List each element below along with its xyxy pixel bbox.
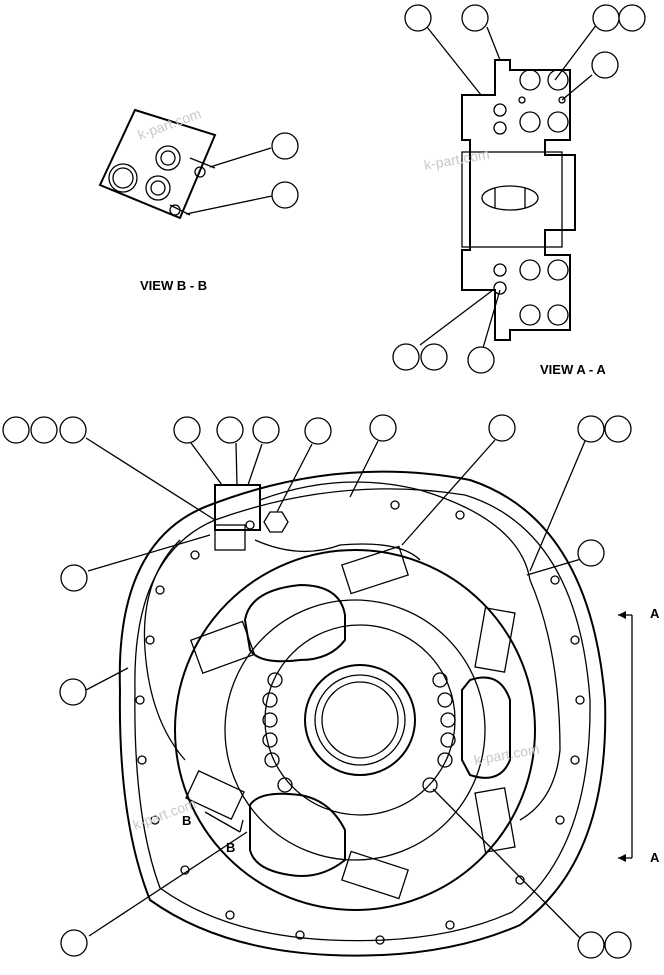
watermark-text: k-part.com xyxy=(473,741,541,768)
callout-bubble xyxy=(604,415,632,443)
callout-bubble xyxy=(369,414,397,442)
section-b-left-label: B xyxy=(182,813,191,828)
view-aa-label: VIEW A - A xyxy=(540,362,606,377)
callout-bubble xyxy=(30,416,58,444)
view-bb-detail: k-part.com xyxy=(98,105,217,220)
section-a-bottom-label: A xyxy=(650,850,660,865)
leader-lines xyxy=(85,23,598,939)
callout-bubble xyxy=(59,416,87,444)
callout-bubble xyxy=(173,416,201,444)
callout-bubble xyxy=(577,415,605,443)
callout-bubble xyxy=(404,4,432,32)
view-bb-label: VIEW B - B xyxy=(140,278,207,293)
main-assembly: k-part.com k-part.com xyxy=(118,470,607,957)
callout-bubble xyxy=(461,4,489,32)
callout-bubble xyxy=(216,416,244,444)
section-b-marker: B B xyxy=(182,811,244,855)
callout-bubble xyxy=(392,343,420,371)
callout-bubble xyxy=(271,181,299,209)
callout-bubble xyxy=(2,416,30,444)
callout-bubble xyxy=(252,416,280,444)
section-a-marker: A A xyxy=(618,606,660,865)
callout-bubble xyxy=(618,4,646,32)
callout-bubble xyxy=(592,4,620,32)
callout-bubble xyxy=(591,51,619,79)
callout-bubble xyxy=(488,414,516,442)
section-a-top-label: A xyxy=(650,606,660,621)
callout-bubble xyxy=(467,346,495,374)
callout-bubble xyxy=(577,931,605,959)
section-b-bottom-label: B xyxy=(226,840,235,855)
callout-bubble xyxy=(271,132,299,160)
callout-bubble xyxy=(60,929,88,957)
view-aa-detail: k-part.com xyxy=(423,59,576,341)
callout-bubble xyxy=(59,678,87,706)
callout-bubble xyxy=(604,931,632,959)
callout-bubble xyxy=(60,564,88,592)
callout-bubble xyxy=(304,417,332,445)
watermark-text: k-part.com xyxy=(423,146,491,173)
callout-bubble xyxy=(420,343,448,371)
watermark-text: k-part.com xyxy=(136,105,204,143)
callout-bubbles xyxy=(2,4,646,959)
callout-bubble xyxy=(577,539,605,567)
